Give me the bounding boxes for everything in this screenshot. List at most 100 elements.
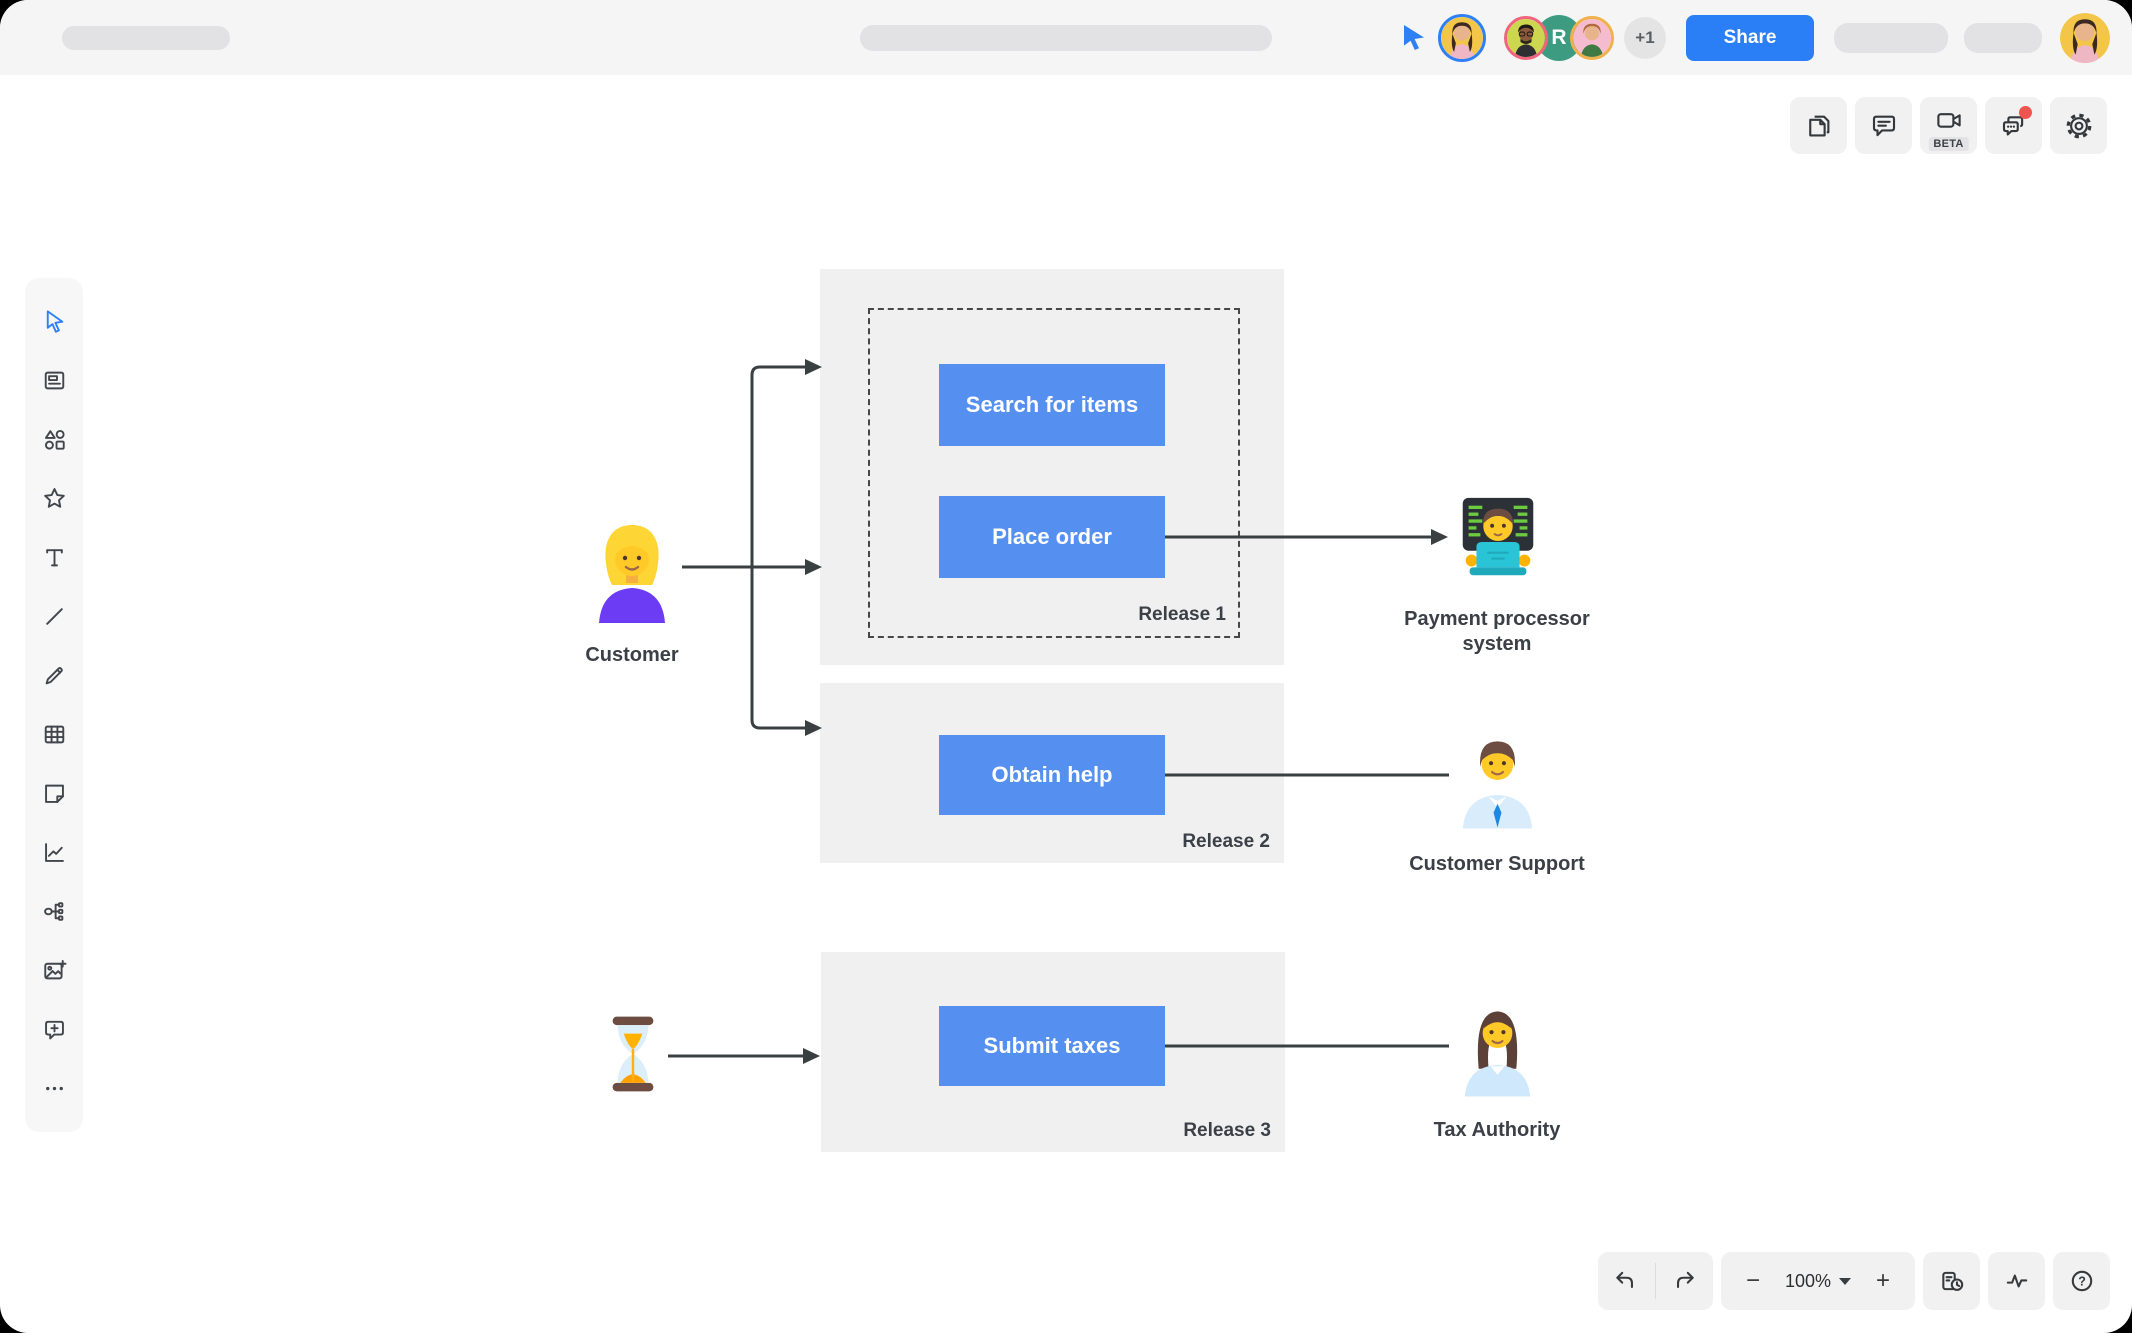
undo-icon — [1616, 1271, 1634, 1288]
line-tool[interactable] — [25, 587, 83, 646]
use-case-label: Place order — [992, 524, 1112, 549]
collaborator-avatar-2[interactable] — [1504, 15, 1548, 60]
shapes-icon — [44, 429, 65, 450]
actor-customer-support-label: Customer Support — [1409, 853, 1585, 875]
add-comment-tool[interactable] — [25, 1000, 83, 1059]
use-case-obtain-help[interactable]: Obtain help — [939, 735, 1165, 815]
card-tool[interactable] — [25, 351, 83, 410]
collaborator-avatar-1[interactable] — [1438, 13, 1486, 62]
actor-tax-authority[interactable] — [1450, 996, 1545, 1098]
redo-button[interactable] — [1656, 1252, 1713, 1310]
divider — [1654, 1263, 1656, 1299]
woman-office-worker-emoji — [1464, 1011, 1531, 1097]
version-history-icon — [1941, 1271, 1963, 1291]
video-button[interactable]: BETA — [1920, 97, 1977, 154]
more-collaborators-badge[interactable]: +1 — [1624, 16, 1666, 59]
release-1-label: Release 1 — [1138, 604, 1226, 625]
logo-placeholder — [62, 26, 230, 50]
use-case-submit-taxes[interactable]: Submit taxes — [939, 1006, 1165, 1086]
undo-redo-group — [1597, 1252, 1713, 1310]
canvas-top-right-panel: BETA — [1790, 97, 2107, 154]
version-history-button[interactable] — [1923, 1252, 1980, 1310]
actor-payment-processor-label: Payment processor system — [1404, 608, 1590, 655]
ellipsis-icon — [45, 1086, 63, 1091]
blonde-woman-emoji — [599, 525, 665, 623]
more-tools[interactable] — [25, 1059, 83, 1118]
man-office-worker-emoji — [1462, 741, 1533, 829]
pencil-tool[interactable] — [25, 646, 83, 705]
zoom-in-button[interactable]: + — [1861, 1252, 1905, 1310]
undo-button[interactable] — [1598, 1252, 1655, 1310]
zoom-out-button[interactable]: − — [1731, 1252, 1775, 1310]
star-icon — [43, 488, 65, 508]
use-case-place-order[interactable]: Place order — [939, 496, 1165, 578]
actor-customer-support[interactable] — [1450, 728, 1545, 830]
pencil-icon — [45, 667, 63, 685]
comment-icon — [1872, 115, 1895, 136]
use-case-label: Submit taxes — [983, 1033, 1121, 1058]
collaborator-cursor-icon — [1404, 24, 1424, 50]
current-user-avatar[interactable] — [2060, 12, 2110, 63]
canvas-bottom-bar: − 100% + ? — [1597, 1252, 2110, 1310]
help-button[interactable]: ? — [2053, 1252, 2110, 1310]
zoom-controls: − 100% + — [1720, 1252, 1915, 1310]
actor-tax-authority-label: Tax Authority — [1433, 1119, 1561, 1141]
actor-customer-label: Customer — [585, 644, 679, 666]
mind-map-icon — [43, 902, 63, 921]
card-icon — [44, 371, 64, 390]
chart-tool[interactable] — [25, 823, 83, 882]
add-comment-icon — [44, 1020, 64, 1040]
pages-button[interactable] — [1790, 97, 1847, 154]
zoom-level-dropdown[interactable]: 100% — [1775, 1271, 1861, 1292]
chat-button[interactable] — [1985, 97, 2042, 154]
shapes-tool[interactable] — [25, 410, 83, 469]
actor-timer[interactable] — [599, 1008, 667, 1100]
beta-badge: BETA — [1928, 137, 1969, 151]
release-1-boundary[interactable]: Release 1 — [868, 308, 1240, 638]
text-tool[interactable] — [25, 528, 83, 587]
release-2-label: Release 2 — [1182, 831, 1270, 852]
shape-toolbar — [25, 278, 83, 1132]
help-icon: ? — [2071, 1270, 2092, 1292]
svg-text:?: ? — [2078, 1275, 2086, 1289]
hourglass-emoji — [612, 1016, 654, 1092]
text-icon — [45, 549, 63, 567]
select-tool[interactable] — [25, 292, 83, 351]
release-1-container[interactable] — [820, 269, 1284, 665]
topbar-placeholder-2 — [1964, 22, 2042, 53]
collaborator-avatar-group: R — [1504, 14, 1614, 61]
man-technologist-emoji — [1462, 497, 1534, 576]
insert-image-tool[interactable] — [25, 941, 83, 1000]
table-icon — [44, 725, 64, 744]
actor-payment-processor[interactable] — [1449, 488, 1547, 590]
redo-icon — [1677, 1271, 1695, 1288]
use-case-label: Obtain help — [991, 762, 1113, 787]
release-3-label: Release 3 — [1183, 1120, 1271, 1141]
line-icon — [45, 608, 63, 625]
mind-map-tool[interactable] — [25, 882, 83, 941]
top-bar: R +1 Share — [0, 0, 2132, 75]
cursor-icon — [46, 310, 63, 333]
table-tool[interactable] — [25, 705, 83, 764]
chevron-down-icon — [1839, 1277, 1851, 1285]
favorites-tool[interactable] — [25, 469, 83, 528]
zoom-level-value: 100% — [1784, 1270, 1831, 1291]
sticky-note-icon — [44, 784, 64, 803]
collaborator-avatar-3[interactable] — [1570, 15, 1614, 60]
topbar-right-cluster: R +1 Share — [1402, 0, 2132, 75]
insert-image-icon — [43, 959, 66, 980]
document-title-placeholder — [860, 25, 1272, 51]
chart-icon — [44, 843, 64, 862]
activity-pulse-icon — [2006, 1274, 2027, 1288]
settings-gear-icon — [2066, 113, 2091, 138]
sticky-note-tool[interactable] — [25, 764, 83, 823]
settings-button[interactable] — [2050, 97, 2107, 154]
use-case-search-for-items[interactable]: Search for items — [939, 364, 1165, 446]
actor-customer[interactable] — [582, 518, 682, 624]
activity-button[interactable] — [1988, 1252, 2045, 1310]
video-camera-icon — [1936, 112, 1961, 128]
share-button[interactable]: Share — [1686, 14, 1814, 61]
notification-dot — [2019, 106, 2032, 119]
comments-button[interactable] — [1855, 97, 1912, 154]
